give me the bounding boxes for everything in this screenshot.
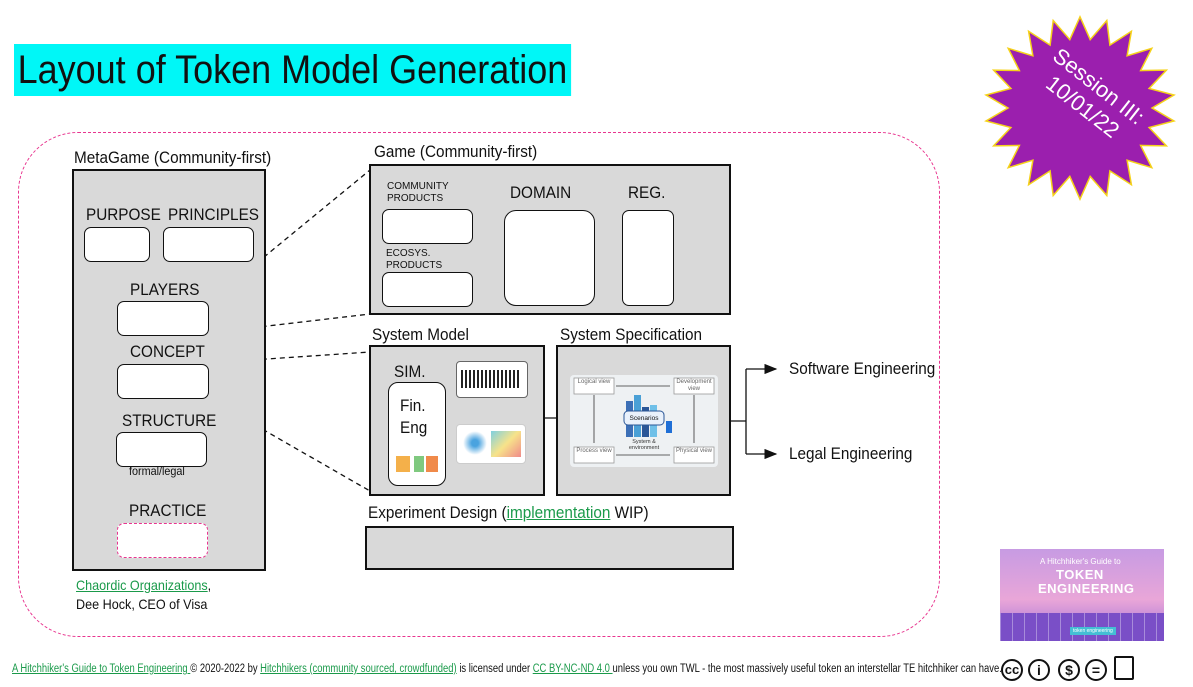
domain-label: DOMAIN — [510, 183, 572, 202]
footer-text-3: unless you own TWL - the most massively … — [612, 663, 1002, 675]
4plus1-view-image: Logical view Development view Scenarios … — [570, 375, 718, 467]
eng-label: Eng — [400, 418, 428, 437]
source-separator: , — [207, 577, 212, 593]
experiment-suffix: WIP) — [610, 503, 649, 522]
ecosys-products-label: ECOSYS. PRODUCTS — [386, 248, 443, 271]
domain-box[interactable] — [504, 210, 595, 306]
hitchhikers-link[interactable]: Hitchhikers (community sourced, crowdfun… — [260, 663, 457, 675]
community-products-label: COMMUNITY PRODUCTS — [387, 181, 449, 204]
game-label: Game (Community-first) — [374, 142, 538, 161]
software-engineering-label: Software Engineering — [789, 359, 936, 378]
license-link[interactable]: CC BY-NC-ND 4.0 — [532, 663, 613, 675]
nd-icon: = — [1085, 659, 1107, 681]
system-model-label: System Model — [372, 325, 469, 344]
scenarios-text: Scenarios — [629, 415, 659, 422]
implementation-link[interactable]: implementation — [506, 503, 611, 522]
practice-label: PRACTICE — [129, 501, 207, 520]
metagame-label: MetaGame (Community-first) — [74, 148, 272, 167]
session-badge: Session III: 10/01/22 — [970, 8, 1190, 208]
page-title: Layout of Token Model Generation — [14, 44, 571, 96]
fin-label: Fin. — [400, 396, 426, 415]
community-products-box[interactable] — [382, 209, 473, 244]
cc-icon: cc — [1001, 659, 1023, 681]
footer-text-2: is licensed under — [456, 663, 533, 675]
chart-thumbnail-image — [392, 450, 442, 478]
footer-license: A Hitchhiker's Guide to Token Engineerin… — [12, 663, 1002, 675]
experiment-design-label: Experiment Design (implementation WIP) — [368, 503, 649, 523]
logical-view-text: Logical view — [577, 379, 611, 385]
simulation-screenshot-image — [456, 361, 528, 398]
chaordic-link[interactable]: Chaordic Organizations — [76, 577, 208, 593]
process-view-text: Process view — [576, 448, 612, 454]
structure-label: STRUCTURE — [122, 411, 217, 430]
principles-label: PRINCIPLES — [168, 205, 259, 224]
sim-label: SIM. — [394, 362, 426, 381]
thumbnail-subtitle: A Hitchhiker's Guide to — [1040, 557, 1121, 566]
system-environment-text: System & environment — [628, 439, 660, 451]
source-author: Dee Hock, CEO of Visa — [76, 596, 208, 612]
thumbnail-title-token: TOKEN — [1056, 567, 1104, 582]
players-label: PLAYERS — [130, 280, 200, 299]
nc-icon: $ — [1058, 659, 1080, 681]
system-spec-label: System Specification — [560, 325, 703, 344]
development-view-text: Development view — [676, 379, 712, 392]
ecosys-products-box[interactable] — [382, 272, 473, 307]
structure-note: formal/legal — [129, 464, 185, 478]
layout-frame — [18, 132, 940, 637]
thumbnail-tag: token engineering — [1070, 627, 1116, 635]
principles-box[interactable] — [163, 227, 254, 262]
structure-box[interactable] — [116, 432, 207, 467]
footer-text-1: © 2020-2022 by — [190, 663, 261, 675]
reg-box[interactable] — [622, 210, 674, 306]
physical-view-text: Physical view — [675, 448, 712, 454]
hitchhikers-guide-thumbnail[interactable]: A Hitchhiker's Guide to TOKEN ENGINEERIN… — [1000, 549, 1164, 641]
concept-label: CONCEPT — [130, 342, 205, 361]
experiment-design-panel — [365, 526, 734, 570]
guide-link[interactable]: A Hitchhiker's Guide to Token Engineerin… — [12, 663, 191, 675]
reg-label: REG. — [628, 183, 666, 202]
by-icon: i — [1028, 659, 1050, 681]
network-plot-image — [456, 424, 526, 464]
starburst-shape — [984, 14, 1176, 202]
legal-engineering-label: Legal Engineering — [789, 444, 913, 463]
book-icon — [1114, 656, 1134, 680]
concept-box[interactable] — [117, 364, 209, 399]
purpose-label: PURPOSE — [86, 205, 161, 224]
players-box[interactable] — [117, 301, 209, 336]
purpose-box[interactable] — [84, 227, 150, 262]
practice-box[interactable] — [117, 523, 208, 558]
experiment-prefix: Experiment Design ( — [368, 503, 507, 522]
link-players-game-top — [207, 169, 371, 304]
thumbnail-title-engineering: ENGINEERING — [1038, 581, 1135, 596]
